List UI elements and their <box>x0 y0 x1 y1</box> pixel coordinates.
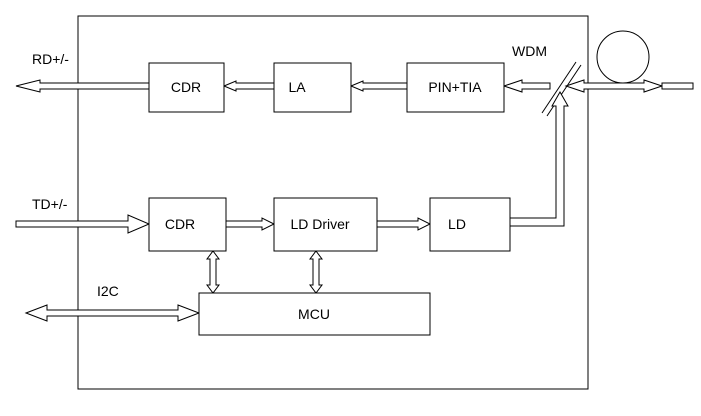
ld-label: LD <box>448 216 466 232</box>
mcu-block <box>198 292 431 336</box>
la-to-cdr-arrow <box>222 80 275 92</box>
rd-label: RD+/- <box>32 51 69 67</box>
cdr-tx-label: CDR <box>165 216 195 232</box>
ld-block <box>429 197 511 252</box>
fiber-coil-icon <box>596 30 650 84</box>
ld-driver-label: LD Driver <box>290 216 349 232</box>
cdr-mcu-bidir-arrow <box>206 250 220 294</box>
la-label: LA <box>288 79 306 95</box>
lddriver-mcu-bidir-arrow <box>309 250 323 294</box>
ld-driver-block <box>273 197 378 252</box>
cdr-to-lddriver-arrow <box>225 217 276 231</box>
td-label: TD+/- <box>32 196 68 212</box>
i2c-label: I2C <box>97 283 119 299</box>
cdr-rx-label: CDR <box>171 79 201 95</box>
module-outline <box>77 15 589 390</box>
pintia-to-la-arrow <box>349 80 408 92</box>
cdr-tx-block <box>148 197 227 252</box>
pin-tia-label: PIN+TIA <box>428 79 482 95</box>
lddriver-to-ld-arrow <box>376 217 432 231</box>
wdm-splitter-icon <box>541 61 577 114</box>
wdm-to-pintia-arrow <box>502 79 551 93</box>
ld-to-wdm-arrow <box>509 90 569 227</box>
cdr-rx-block <box>148 62 225 113</box>
fiber-stub <box>661 82 694 90</box>
i2c-bidir-arrow <box>24 304 201 322</box>
rd-output-arrow <box>15 79 150 93</box>
la-block <box>273 62 352 113</box>
wdm-label: WDM <box>512 43 547 59</box>
mcu-label: MCU <box>298 306 330 322</box>
td-input-arrow <box>15 214 151 234</box>
pin-tia-block <box>406 62 505 113</box>
